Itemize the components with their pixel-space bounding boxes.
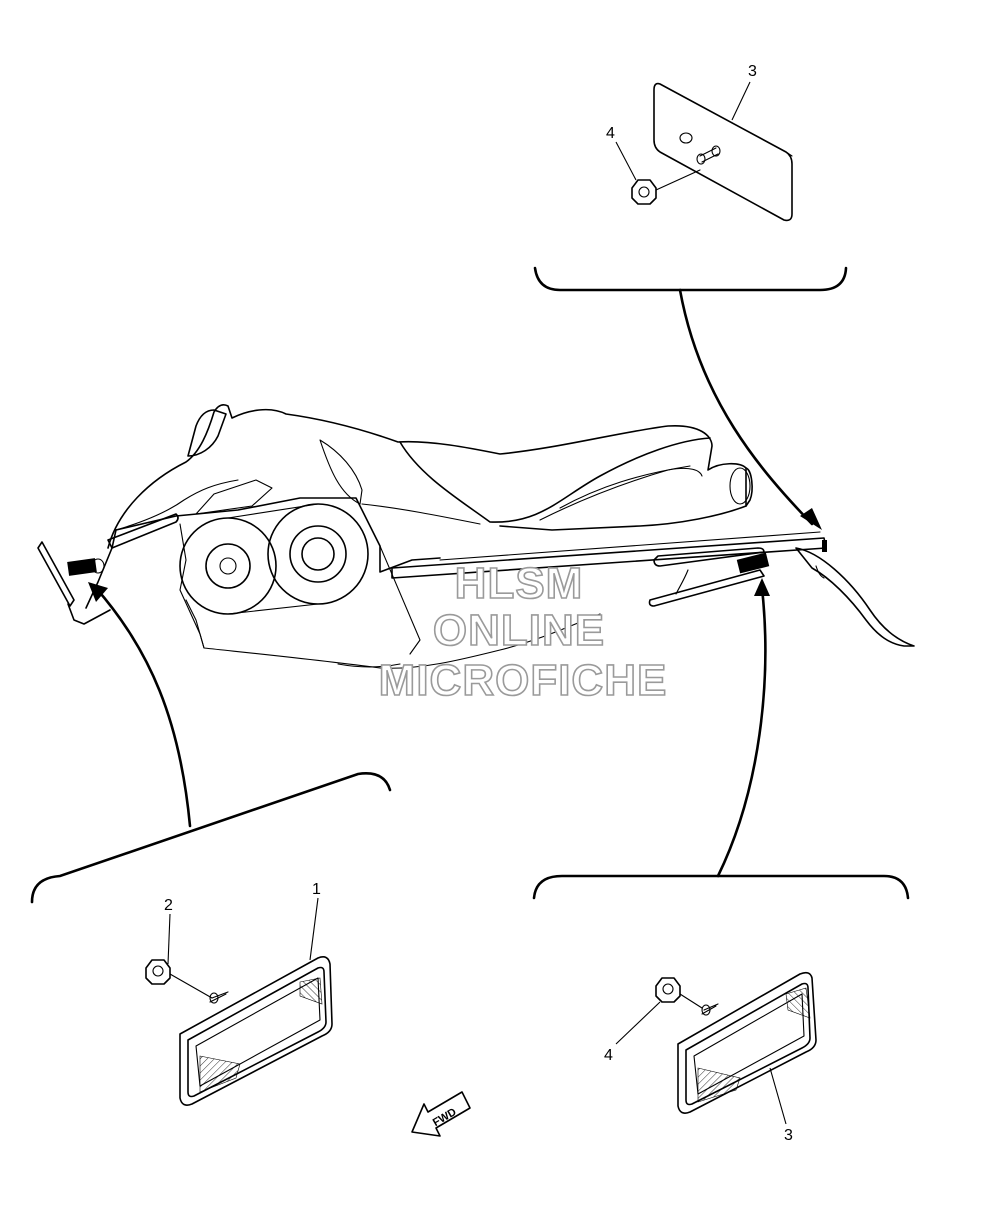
rear-detail: 4 3 <box>532 874 910 1144</box>
snowmobile-outline <box>37 404 915 669</box>
rear-detail-frame <box>532 874 910 900</box>
suspension-wheels <box>179 503 369 615</box>
top-detail-frame <box>533 266 848 292</box>
arrow-top-to-rear <box>678 288 814 526</box>
top-reflector-location <box>822 540 827 552</box>
rear-nut-icon <box>655 977 703 1009</box>
arrow-rear-detail <box>716 586 767 878</box>
fwd-label: FWD <box>431 1106 459 1129</box>
callout-rear-nut: 4 <box>604 1047 613 1064</box>
front-reflector-location <box>67 558 97 576</box>
callout-top-reflector: 3 <box>748 63 757 80</box>
callout-rear-reflector: 3 <box>784 1127 793 1144</box>
front-reflector <box>179 956 333 1106</box>
watermark-line2: ONLINE <box>433 606 605 655</box>
watermark-line1: HLSM <box>455 559 584 608</box>
rear-reflector-location <box>736 552 770 574</box>
callout-front-reflector: 1 <box>312 881 321 898</box>
watermark: HLSM ONLINE MICROFICHE <box>378 558 668 706</box>
top-detail: 3 4 <box>533 63 848 292</box>
front-nut-icon <box>145 959 213 999</box>
front-detail: 1 2 FWD <box>30 772 471 1137</box>
pointer-arrows <box>88 288 822 878</box>
top-nut-icon <box>631 169 701 205</box>
forward-arrow-icon: FWD <box>411 1091 471 1137</box>
callout-front-nut: 2 <box>164 897 173 914</box>
watermark-line3: MICROFICHE <box>379 656 668 705</box>
front-detail-frame <box>30 772 392 904</box>
arrow-front-detail <box>94 586 192 828</box>
top-reflector-plate <box>653 82 793 222</box>
rear-reflector <box>677 971 817 1114</box>
callout-top-nut: 4 <box>606 125 615 142</box>
